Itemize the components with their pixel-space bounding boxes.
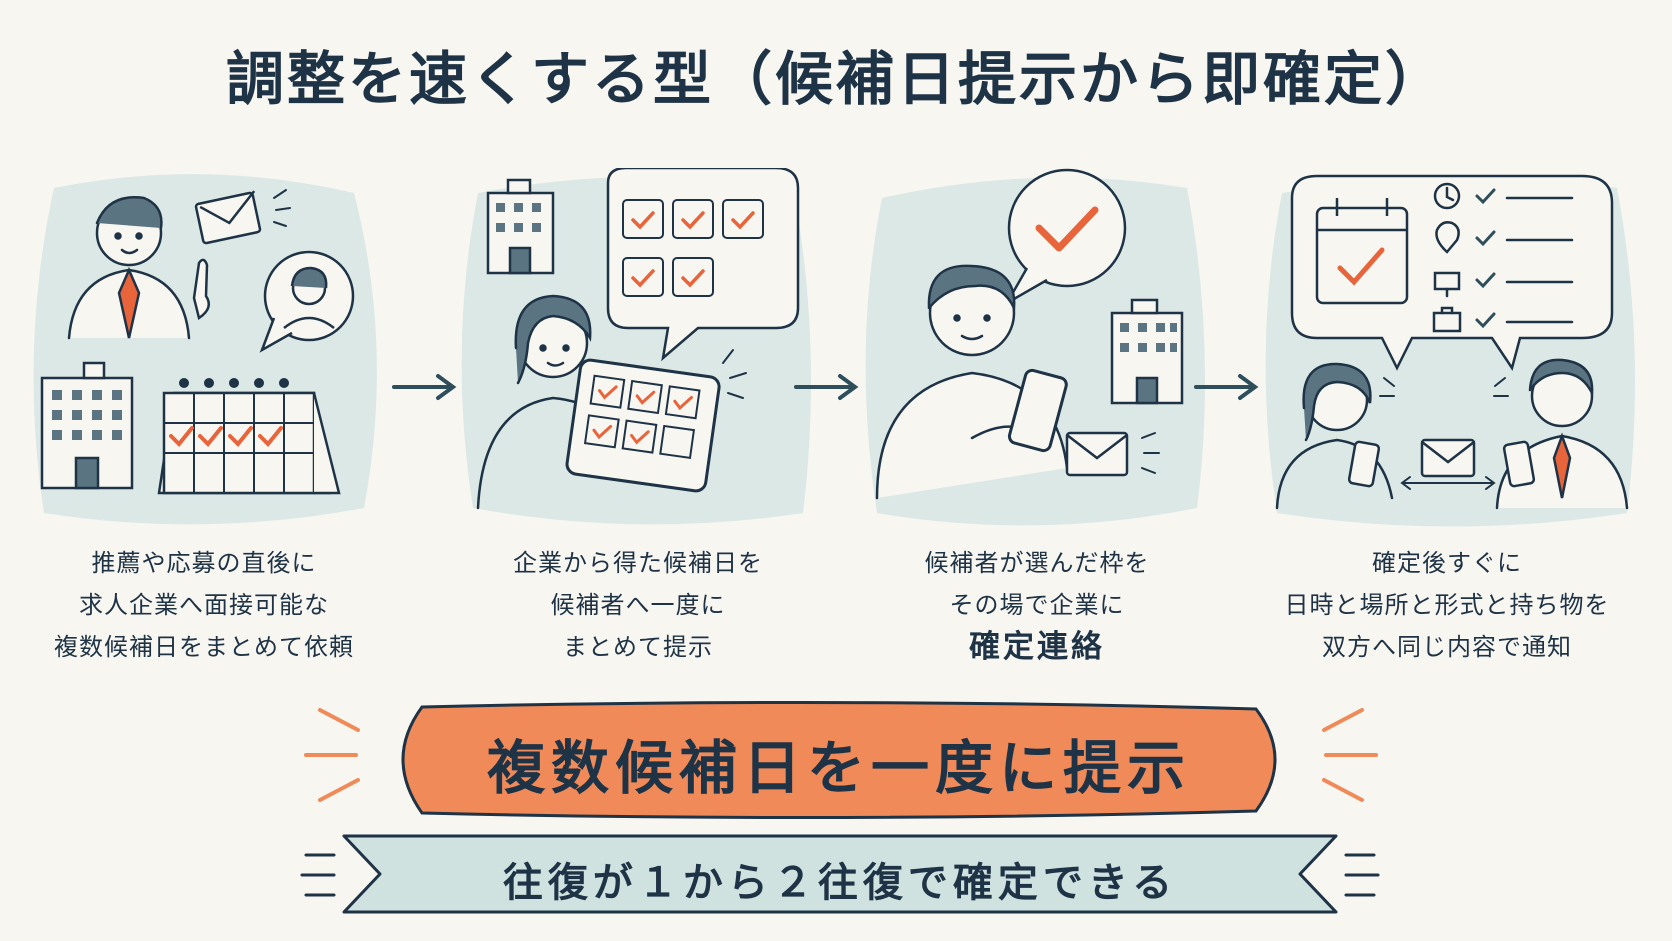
step-1-caption: 推薦や応募の直後に 求人企業へ面接可能な 複数候補日をまとめて依頼 xyxy=(54,549,354,661)
sparkle-lines-right xyxy=(1344,853,1380,897)
banner-text: 複数候補日を一度に提示 xyxy=(486,734,1191,802)
company-figure xyxy=(1495,358,1629,510)
envelope-icon xyxy=(194,190,262,245)
smartphone-icon xyxy=(1007,368,1068,453)
envelope-icon xyxy=(1065,431,1129,477)
calendar-icon xyxy=(622,199,764,297)
candidate-bubble xyxy=(259,250,355,353)
building-icon xyxy=(40,361,134,490)
envelope-icon xyxy=(1420,438,1476,478)
step-3-illustration xyxy=(857,168,1217,543)
checkmark-icon xyxy=(1035,206,1099,252)
step-2-illustration xyxy=(458,168,818,543)
arrow-right-icon xyxy=(794,374,859,400)
smartphone-icon xyxy=(1502,440,1536,488)
step-3-emphasis: 確定連絡 xyxy=(969,629,1105,665)
calendar-icon xyxy=(1315,198,1409,305)
recruiter-figure xyxy=(67,196,211,340)
page-title: 調整を速くする型（候補日提示から即確定） xyxy=(225,45,1446,113)
candidate-figure xyxy=(1275,362,1394,510)
result-ribbon: 往復が１から２往復で確定できる xyxy=(340,828,1340,920)
step-1-illustration xyxy=(24,168,384,543)
step-4-illustration xyxy=(1262,168,1642,543)
ribbon-text: 往復が１から２往復で確定できる xyxy=(502,860,1178,906)
sparkle-lines-left xyxy=(304,708,360,802)
checkmark-icon xyxy=(169,426,283,447)
highlight-banner: 複数候補日を一度に提示 xyxy=(382,699,1296,821)
sparkle-lines-left xyxy=(300,853,336,897)
arrow-right-icon xyxy=(1194,374,1259,400)
calendar-icon xyxy=(157,391,341,495)
location-pin-icon xyxy=(1435,221,1460,254)
briefcase-icon xyxy=(1432,311,1462,333)
step-3-caption: 候補者が選んだ枠を その場で企業に 確定連絡 xyxy=(847,542,1227,668)
sparkle-lines-right xyxy=(1322,708,1378,802)
step-2-caption: 企業から得た候補日を 候補者へ一度に まとめて提示 xyxy=(513,549,763,661)
arrow-right-icon xyxy=(392,374,457,400)
smartphone-icon xyxy=(1347,440,1381,488)
clock-icon xyxy=(1433,182,1461,210)
step-4-caption: 確定後すぐに 日時と場所と形式と持ち物を 双方へ同じ内容で通知 xyxy=(1284,549,1610,661)
